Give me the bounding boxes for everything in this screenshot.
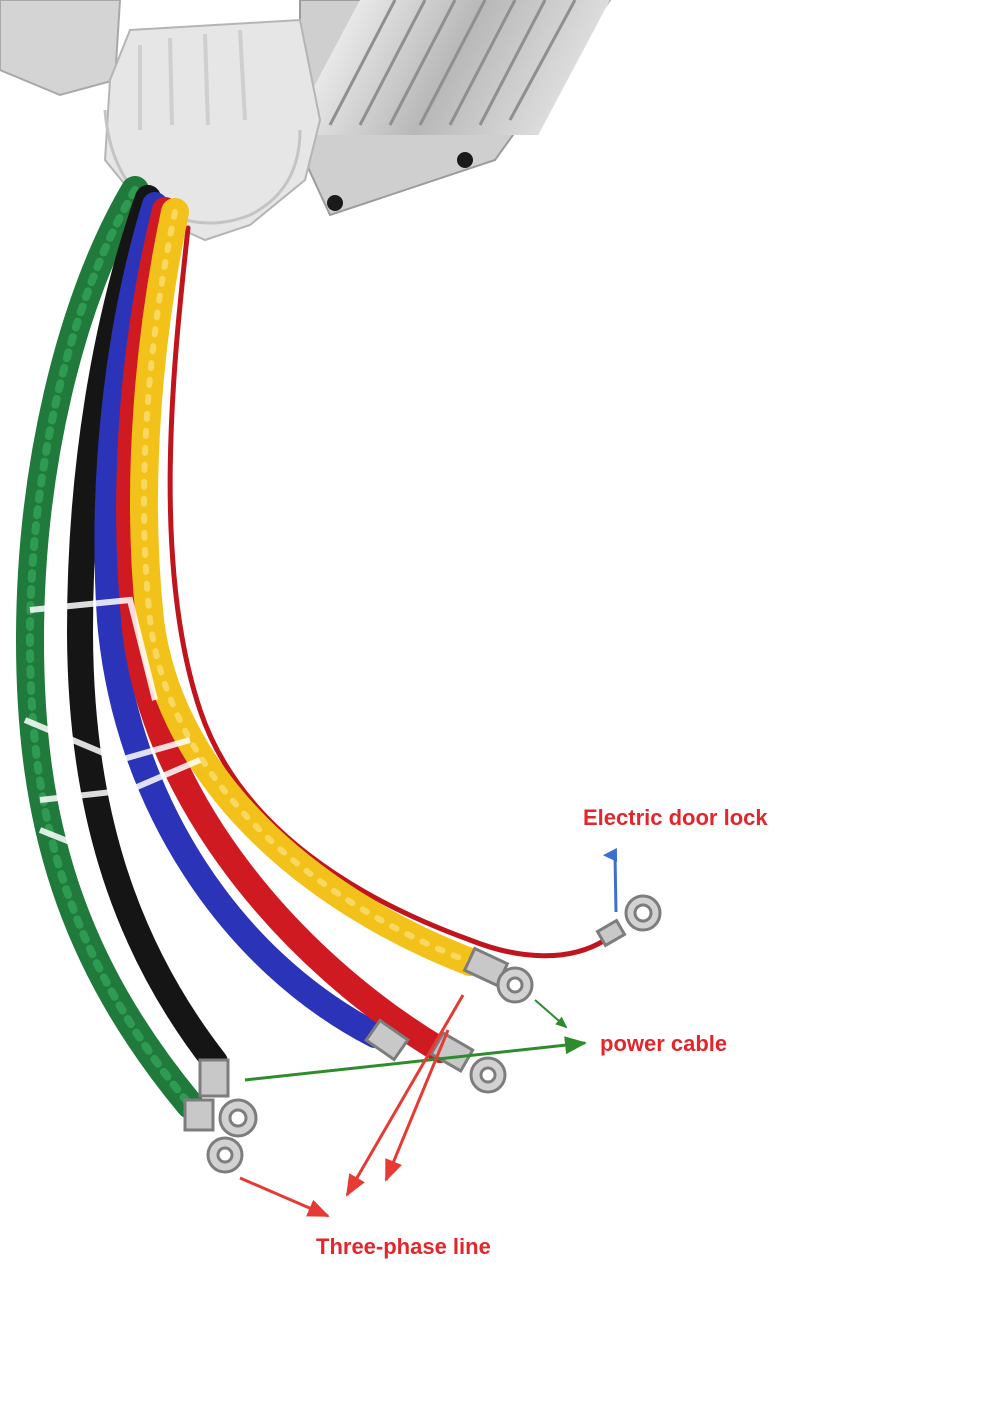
wire-blue bbox=[94, 192, 388, 1048]
door-lock-arrow bbox=[603, 847, 618, 913]
power-cable-arrow-large bbox=[244, 1036, 587, 1082]
three-phase-arrow-1 bbox=[239, 1176, 330, 1218]
terminal-green bbox=[183, 1098, 244, 1174]
label-electric-door-lock: Electric door lock bbox=[583, 805, 768, 830]
tape-wrap bbox=[23, 596, 202, 853]
power-cable-arrow-small bbox=[534, 999, 568, 1029]
terminal-door-lock bbox=[595, 894, 662, 948]
label-power-cable: power cable bbox=[600, 1031, 728, 1056]
ring-terminals bbox=[183, 894, 662, 1174]
cable-gland bbox=[103, 18, 322, 242]
heatsink-fins bbox=[288, 0, 610, 135]
wire-black bbox=[66, 185, 228, 1075]
three-phase-arrow-2 bbox=[345, 994, 465, 1197]
terminal-yellow bbox=[462, 946, 534, 1004]
terminal-black bbox=[198, 1058, 258, 1138]
controller-housing bbox=[0, 0, 612, 217]
annotation-arrows bbox=[239, 847, 618, 1218]
three-phase-arrow-3 bbox=[384, 1029, 450, 1182]
wire-thin-red bbox=[167, 225, 608, 959]
terminal-blue bbox=[364, 1018, 410, 1062]
terminal-red bbox=[429, 1031, 507, 1094]
label-three-phase-line: Three-phase line bbox=[316, 1234, 491, 1259]
wire-bundle bbox=[15, 176, 608, 1119]
